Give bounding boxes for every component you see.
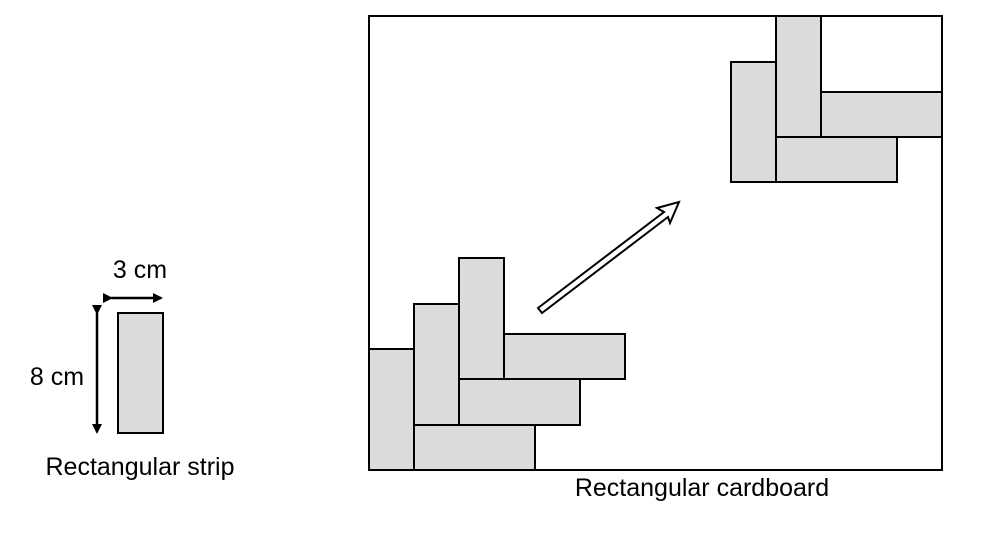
cardboard-caption: Rectangular cardboard <box>575 474 829 502</box>
strip-vertical <box>775 15 822 138</box>
strip-horizontal <box>413 424 536 471</box>
strip-horizontal <box>503 333 626 380</box>
cardboard-figure: Rectangular cardboard <box>368 15 943 502</box>
strip-vertical <box>458 257 505 380</box>
strip-vertical <box>730 61 777 183</box>
upper-strip-group <box>730 15 943 183</box>
continuation-arrow <box>536 200 681 315</box>
strip-vertical <box>413 303 460 426</box>
strip-horizontal <box>458 378 581 426</box>
strip-vertical <box>368 348 415 471</box>
lower-strip-group <box>368 257 626 471</box>
width-label: 3 cm <box>113 256 167 284</box>
strip-horizontal <box>820 91 943 138</box>
strip-caption: Rectangular strip <box>46 453 235 481</box>
single-strip <box>117 312 164 434</box>
strip-horizontal <box>775 136 898 183</box>
strip-figure: 3 cm 8 cm Rectangular strip <box>30 256 235 481</box>
height-label: 8 cm <box>30 363 84 391</box>
